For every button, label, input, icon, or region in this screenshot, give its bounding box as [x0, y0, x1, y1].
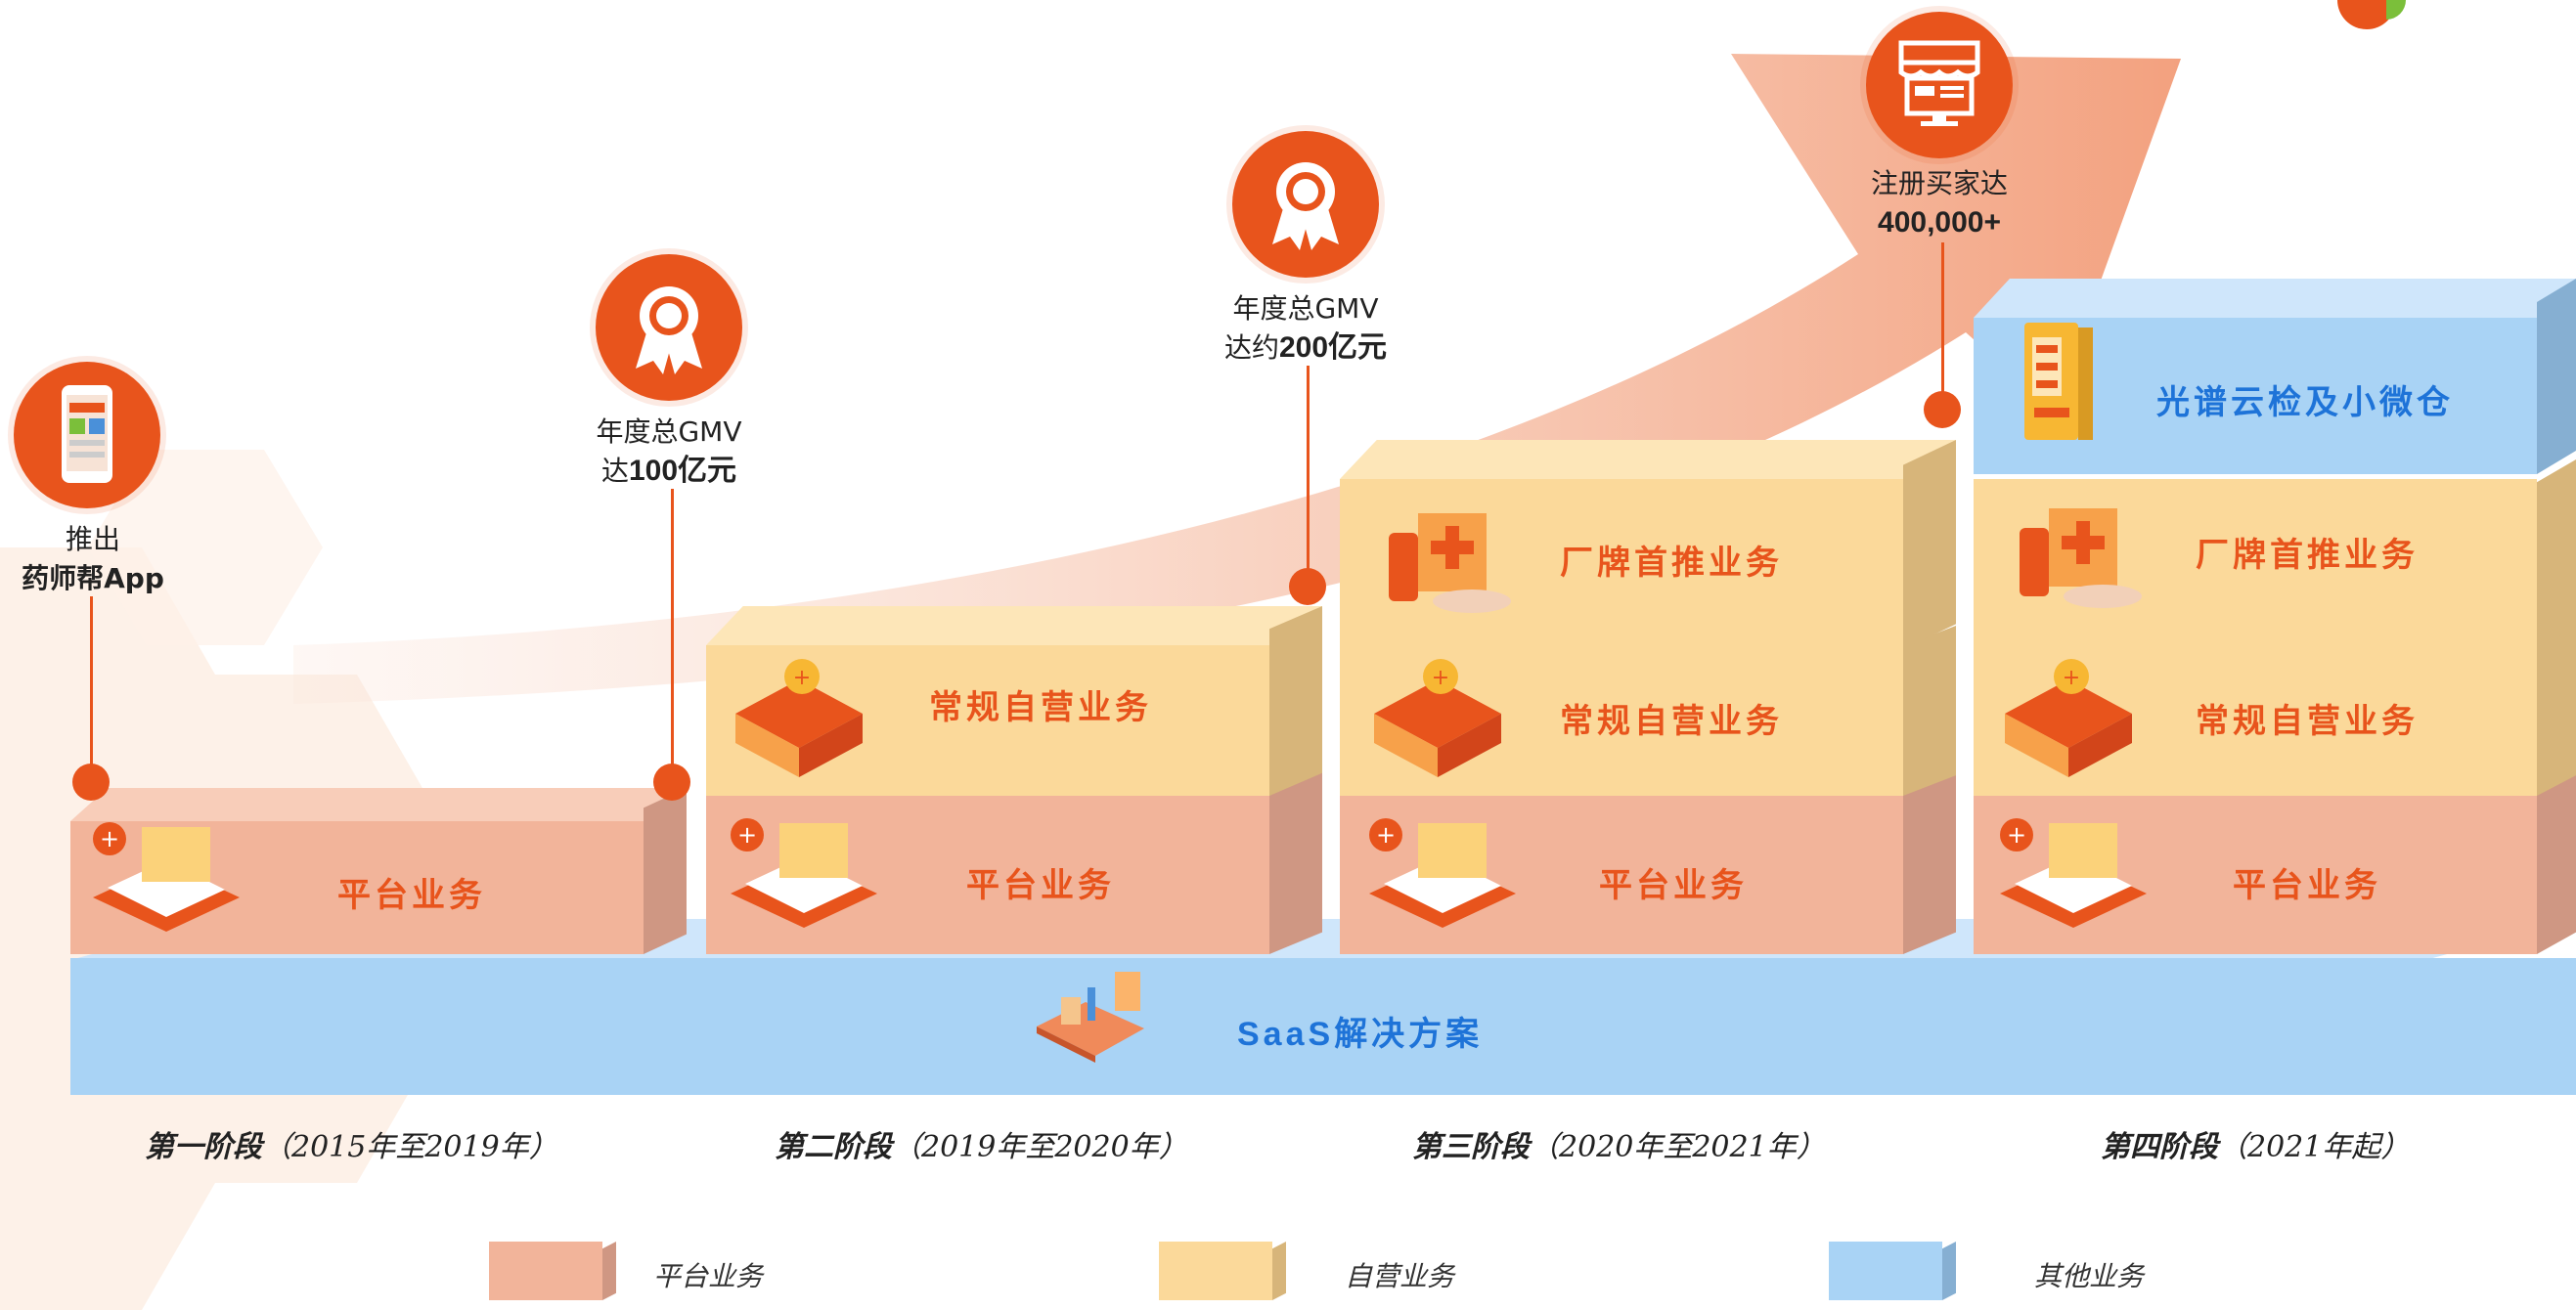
milestone3-line1: 年度总GMV: [1232, 292, 1379, 325]
stage3-manufacturer-block: [1340, 440, 1956, 649]
milestone4-line: [1941, 242, 1944, 409]
milestone2-text: 年度总GMV 达100亿元: [571, 413, 767, 491]
milestone1-text: 推出 药师帮App: [10, 520, 176, 598]
warehouse-icon: +: [735, 659, 863, 777]
stage1-platform-block: [70, 788, 687, 954]
milestone4-circle: [1866, 12, 2013, 158]
milestone1-line: [90, 596, 93, 782]
stage3-period: （2020年至2021年）: [1530, 1130, 1826, 1164]
legend-swatch-platform: [489, 1242, 616, 1300]
milestone3-line2: 达约200亿元: [1208, 328, 1403, 368]
svg-text:+: +: [1376, 821, 1396, 849]
stage3-name: 第三阶段: [1412, 1130, 1530, 1164]
stage3-regular-label: 常规自营业务: [1560, 702, 1783, 741]
stage3-manufacturer-label: 厂牌首推业务: [1560, 544, 1783, 583]
stage1-name: 第一阶段: [145, 1130, 262, 1164]
stage4-period: （2021年起）: [2218, 1130, 2411, 1164]
milestone2-line2-prefix: 达: [600, 455, 629, 487]
milestone3-text: 年度总GMV 达约200亿元: [1208, 289, 1403, 368]
milestone3-line: [1307, 366, 1310, 587]
milestone4-line1: 注册买家达: [1870, 167, 2008, 199]
svg-text:+: +: [793, 666, 811, 690]
medicine-bag-icon: [1389, 513, 1511, 613]
milestone2-dot: [653, 764, 690, 801]
stage2-platform-label: 平台业务: [966, 866, 1115, 905]
stage1-period: （2015年至2019年）: [262, 1130, 558, 1164]
stage3-platform-label: 平台业务: [1599, 866, 1748, 905]
platform-icon: +: [93, 822, 240, 932]
svg-text:+: +: [1432, 666, 1449, 690]
milestone2-line1: 年度总GMV: [596, 415, 742, 448]
award-icon: [636, 286, 702, 374]
saas-label: SaaS解决方案: [1237, 1007, 1483, 1055]
stage2-name: 第二阶段: [775, 1130, 892, 1164]
milestone3-line2-prefix: 达约: [1223, 331, 1279, 364]
stage4-regular-label: 常规自营业务: [2196, 702, 2419, 741]
vending-machine-icon: [2024, 323, 2093, 440]
stage1-platform-label: 平台业务: [337, 876, 486, 915]
milestone1-line2: 药师帮App: [22, 562, 164, 594]
saas-icon: [1037, 972, 1144, 1063]
stage4-manufacturer-label: 厂牌首推业务: [2196, 536, 2419, 575]
legend-swatch-other: [1829, 1242, 1956, 1300]
store-icon: [1898, 40, 1980, 126]
platform-icon: +: [2000, 818, 2147, 928]
award-icon: [1272, 162, 1339, 250]
stage2-period: （2019年至2020年）: [892, 1130, 1188, 1164]
warehouse-icon: +: [1374, 659, 1501, 777]
svg-text:+: +: [2063, 666, 2080, 690]
medicine-bag-icon: [2020, 508, 2142, 608]
stage2-label: 第二阶段（2019年至2020年）: [775, 1122, 1188, 1165]
stage3-platform-block: [1340, 772, 1956, 954]
milestone4-dot: [1924, 391, 1961, 428]
milestone2-line2-value: 100亿元: [628, 455, 737, 487]
phone-icon: [62, 385, 112, 483]
platform-icon: +: [1369, 818, 1516, 928]
stage4-manufacturer-block: [1974, 459, 2576, 649]
stage4-spectrum-label: 光谱云检及小微仓: [2156, 383, 2454, 422]
legend-label-platform: 平台业务: [653, 1260, 764, 1292]
warehouse-icon: +: [2005, 659, 2132, 777]
stage2-regular-label: 常规自营业务: [929, 688, 1152, 727]
svg-text:+: +: [2007, 821, 2026, 849]
milestone2-line2: 达100亿元: [571, 452, 767, 491]
stage4-platform-label: 平台业务: [2233, 866, 2381, 905]
legend-label-other: 其他业务: [2034, 1260, 2145, 1292]
stage4-name: 第四阶段: [2101, 1130, 2218, 1164]
stage4-label: 第四阶段（2021年起）: [2101, 1122, 2410, 1165]
milestone1-dot: [72, 764, 110, 801]
svg-text:+: +: [100, 825, 119, 852]
milestone3-line2-value: 200亿元: [1278, 331, 1388, 364]
milestone1-line1: 推出: [65, 523, 120, 555]
stage1-label: 第一阶段（2015年至2019年）: [145, 1122, 558, 1165]
saas-rest: 解决方案: [1334, 1015, 1484, 1054]
svg-text:+: +: [737, 821, 757, 849]
milestone4-text: 注册买家达 400,000+: [1842, 164, 2037, 242]
milestone4-line2: 400,000+: [1878, 206, 2001, 239]
legend-swatch-self-operated: [1159, 1242, 1286, 1300]
legend-label-self-operated: 自营业务: [1345, 1260, 1455, 1292]
stage3-label: 第三阶段（2020年至2021年）: [1412, 1122, 1826, 1165]
milestone3-dot: [1289, 568, 1326, 605]
milestone2-line: [671, 489, 674, 782]
platform-icon: +: [731, 818, 877, 928]
saas-bold: SaaS: [1237, 1016, 1335, 1053]
